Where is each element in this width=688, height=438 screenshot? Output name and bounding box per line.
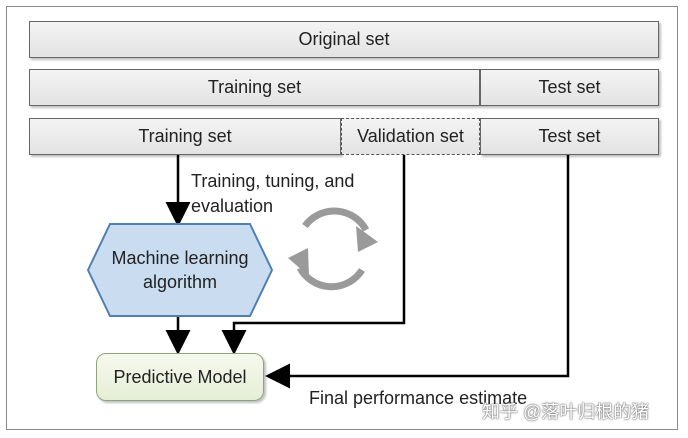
validation-set-label: Validation set	[357, 126, 464, 146]
loop-caption-line1: Training, tuning, and	[191, 171, 355, 191]
loop-caption-line2: evaluation	[191, 196, 274, 216]
test-set-bar-row2: Test set	[480, 69, 659, 106]
test-set-bar-row3: Test set	[480, 118, 659, 155]
training-set-bar-row2: Training set	[29, 69, 480, 106]
validation-set-bar: Validation set	[341, 118, 480, 155]
loop-arrowhead-top	[356, 226, 378, 252]
training-set-label-row2: Training set	[207, 77, 302, 97]
original-set-bar: Original set	[29, 21, 659, 58]
algorithm-label: Machine learning algorithm	[92, 246, 268, 294]
test-to-model-arrow	[265, 155, 570, 389]
original-set-label: Original set	[298, 29, 390, 49]
training-set-bar-row3: Training set	[29, 118, 341, 155]
watermark-text: 知乎 @落叶归根的猪	[482, 402, 650, 422]
algorithm-label-line1: Machine learning	[111, 248, 249, 268]
loop-arrows-icon	[296, 207, 370, 291]
loop-arrowhead-bottom	[288, 248, 309, 276]
predictive-model-label: Predictive Model	[113, 366, 247, 387]
training-set-label-row3: Training set	[138, 126, 232, 146]
final-performance-caption: Final performance estimate	[309, 388, 528, 408]
test-set-label-row2: Test set	[538, 77, 601, 97]
algorithm-hexagon	[86, 223, 274, 317]
algorithm-label-line2: algorithm	[142, 272, 218, 292]
test-set-label-row3: Test set	[538, 126, 601, 146]
predictive-model-box: Predictive Model	[96, 353, 264, 401]
validation-to-model-arrow	[221, 155, 406, 355]
